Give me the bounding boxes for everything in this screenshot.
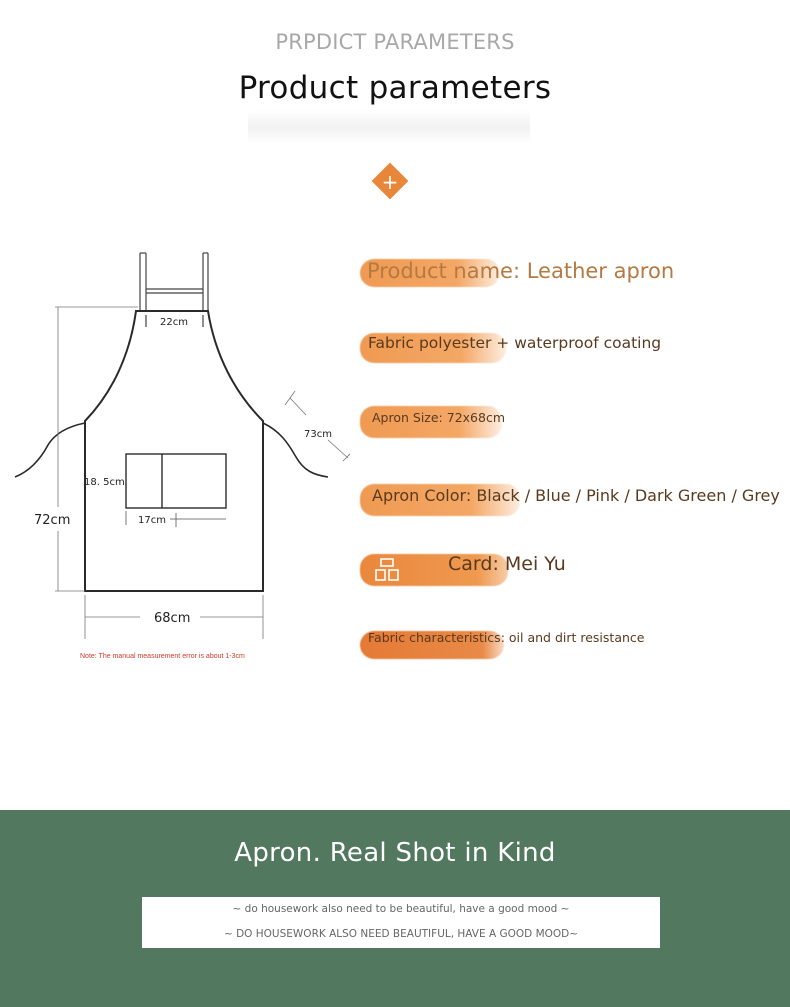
param-text: Apron Size: 72x68cm <box>372 410 505 425</box>
banner-title: Apron. Real Shot in Kind <box>234 838 556 868</box>
banner-caption-line1: ~ do housework also need to be beautiful… <box>232 903 570 915</box>
param-fabric: Fabric polyester + waterproof coating <box>360 331 700 367</box>
param-size: Apron Size: 72x68cm <box>360 404 640 440</box>
apron-diagram: 22cm 73cm 18. 5cm 17cm 72cm 68cm <box>14 252 350 639</box>
param-card: Card: Mei Yu <box>360 550 680 588</box>
page-title: Product parameters <box>238 70 552 106</box>
height-label: 72cm <box>34 513 70 528</box>
strap-width-label: 22cm <box>160 317 188 328</box>
pocket-width-label: 17cm <box>138 515 166 526</box>
highlight-pill <box>360 333 506 363</box>
param-text: Apron Color: Black / Blue / Pink / Dark … <box>372 486 780 505</box>
banner-caption-line2: ~ DO HOUSEWORK ALSO NEED BEAUTIFUL, HAVE… <box>223 928 579 940</box>
brand-icon <box>375 558 399 581</box>
param-characteristics: Fabric characteristics: oil and dirt res… <box>360 625 660 665</box>
tie-length-label: 73cm <box>304 429 332 440</box>
param-text: Card: Mei Yu <box>448 553 566 575</box>
banner-caption-box <box>142 897 660 948</box>
highlight-pill <box>360 406 502 438</box>
pocket-height-label: 18. 5cm <box>84 477 125 488</box>
param-color: Apron Color: Black / Blue / Pink / Dark … <box>360 482 780 518</box>
param-text: Product name: Leather apron <box>367 259 675 283</box>
section-subtitle: PRPDICT PARAMETERS <box>275 30 515 54</box>
measurement-note: Note: The manual measurement error is ab… <box>80 653 245 660</box>
highlight-pill <box>360 259 500 287</box>
highlight-pill <box>360 484 520 516</box>
param-text: Fabric characteristics: oil and dirt res… <box>368 630 645 645</box>
param-product-name: Product name: Leather apron <box>360 255 680 291</box>
width-label: 68cm <box>154 611 190 626</box>
title-shadow <box>248 110 530 144</box>
plus-icon: + <box>381 170 399 194</box>
param-text: Fabric polyester + waterproof coating <box>368 334 662 352</box>
highlight-pill <box>360 631 504 659</box>
